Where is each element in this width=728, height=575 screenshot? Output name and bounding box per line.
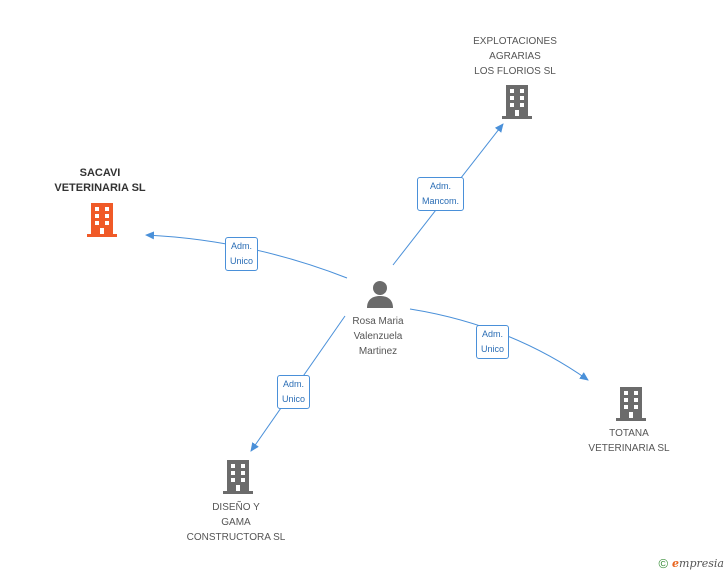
company-name: EXPLOTACIONES AGRARIAS LOS FLORIOS SL [473,34,557,79]
company-name-line: EXPLOTACIONES [473,36,557,47]
person-name-line: Martinez [358,346,398,357]
company-name-line: LOS FLORIOS SL [474,66,556,77]
relation-label-diseno[interactable]: Adm. Unico [277,375,311,409]
company-name-line: GAMA [221,517,251,528]
company-name-line: VETERINARIA SL [588,443,670,454]
company-name-line: AGRARIAS [489,51,541,62]
relation-label-line: Adm. [430,181,452,191]
building-icon [223,460,253,494]
empresia-watermark: © empresia [658,556,724,571]
building-icon [87,203,117,237]
relation-label-explotaciones[interactable]: Adm. Mancom. [417,177,465,211]
company-name-line: VETERINARIA SL [54,182,146,194]
company-name: DISEÑO Y GAMA CONSTRUCTORA SL [187,500,286,545]
company-name-line: DISEÑO Y [212,502,260,513]
company-name-line: TOTANA [609,428,649,439]
empresia-logo: empresia [672,557,724,570]
relation-label-line: Unico [481,344,505,354]
building-icon [616,387,646,421]
person-icon [367,281,393,308]
relation-label-line: Mancom. [422,196,460,206]
relation-label-line: Unico [230,256,254,266]
relation-label-line: Unico [282,394,306,404]
company-name: SACAVI VETERINARIA SL [54,166,145,196]
relation-label-line: Adm. [283,379,305,389]
person-name-line: Valenzuela [353,331,403,342]
relation-label-totana[interactable]: Adm. Unico [476,325,510,359]
company-name-line: CONSTRUCTORA SL [186,532,286,543]
company-name: TOTANA VETERINARIA SL [588,426,669,456]
company-name-line: SACAVI [79,167,121,179]
relation-label-line: Adm. [231,241,253,251]
copyright-symbol: © [658,556,669,571]
person-name: Rosa Maria Valenzuela Martinez [352,314,403,359]
building-icon [502,85,532,119]
relation-label-line: Adm. [482,329,504,339]
relation-label-sacavi[interactable]: Adm. Unico [225,237,259,271]
person-name-line: Rosa Maria [352,316,404,327]
